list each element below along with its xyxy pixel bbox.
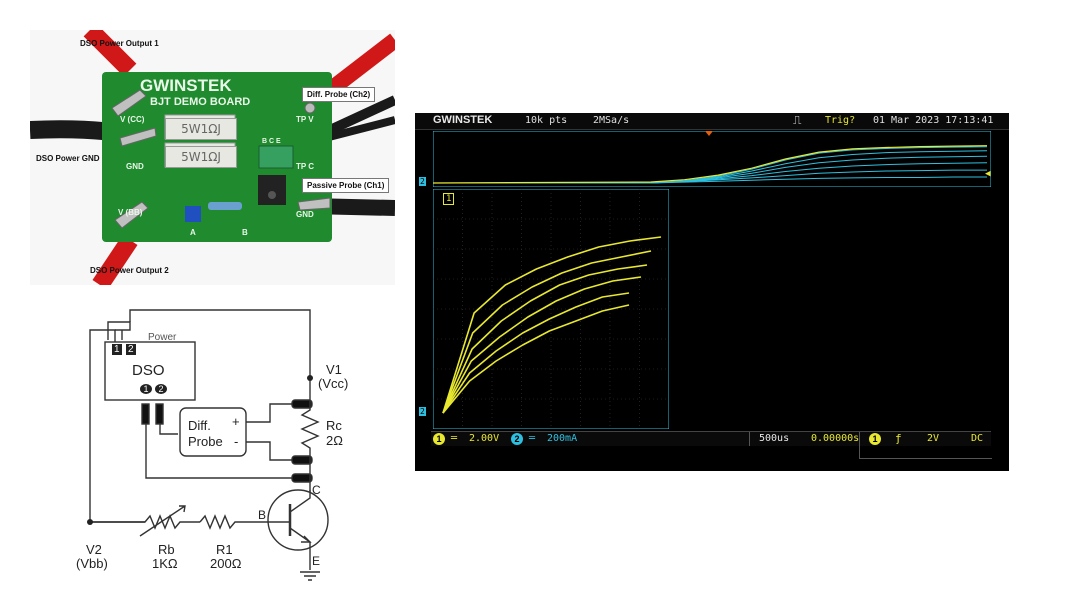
silk-gnd: GND (126, 162, 144, 171)
xy-ch2-marker: 2 (419, 407, 426, 416)
oscilloscope-screen: GWINSTEK 10k pts 2MSa/s ⎍ Trig? 01 Mar 2… (415, 113, 1009, 471)
board-brand: GWINSTEK (140, 76, 232, 95)
v1-name: V1 (326, 362, 342, 377)
ch1-coupling-icon: ═ (451, 433, 458, 444)
power-port-1: 1 (112, 344, 122, 355)
trigger-position-marker (705, 131, 713, 136)
silk-gnd-right: GND (296, 210, 314, 219)
silk-vbb: V (BB) (118, 208, 143, 217)
rc-value: 2Ω (326, 433, 343, 448)
xy-curve-5 (442, 250, 652, 414)
resistor-marking-1: 5W1ΩJ (165, 118, 237, 140)
v2-name: V2 (86, 542, 102, 557)
trigger-status: Trig? (825, 115, 856, 126)
trigger-level[interactable]: 2V (927, 433, 940, 444)
overview-ch2-marker: 2 (419, 177, 426, 186)
power-label: Power (148, 332, 177, 343)
diff-probe-line1: Diff. (188, 418, 211, 433)
xy-plot (433, 189, 669, 429)
xy-curve-4 (442, 264, 648, 414)
circuit-schematic: Power 1 2 DSO 1 2 Diff. Probe + - V1 (Vc… (60, 300, 390, 590)
plus-sign: + (232, 414, 240, 429)
v1-sub: (Vcc) (318, 376, 349, 391)
diff-probe-cable-2 (324, 116, 395, 142)
rb-name: Rb (158, 542, 175, 557)
silk-tpv: TP V (296, 115, 314, 124)
diff-probe-cable (327, 95, 395, 135)
bottom-bar: 1 ═ 2.00V 2 ═ 200mA 500us 0.00000s 1 ƒ 2… (431, 431, 992, 459)
callout-power-gnd: DSO Power GND (36, 154, 100, 163)
rb-value: 1KΩ (152, 556, 178, 571)
date-time: 01 Mar 2023 17:13:41 (873, 115, 994, 126)
trigger-source-badge[interactable]: 1 (869, 433, 881, 445)
r1-name: R1 (216, 542, 233, 557)
record-length: 10k pts (525, 115, 568, 126)
schematic-wires (87, 309, 329, 581)
xy-curve-1 (442, 304, 630, 414)
r1-value: 200Ω (210, 556, 242, 571)
resistor-marking-2: 5W1ΩJ (165, 146, 237, 168)
vbb-wire (89, 329, 145, 523)
ch1-badge[interactable]: 1 (433, 433, 445, 445)
collector-label: C (312, 483, 321, 497)
silk-vcc: V (CC) (120, 115, 145, 124)
channel-port-2: 2 (155, 384, 167, 394)
trigger-coupling[interactable]: DC (971, 433, 984, 444)
power-out-2-cable (92, 235, 138, 285)
timebase[interactable]: 500us (759, 433, 790, 444)
ch2-coupling-icon: ═ (529, 433, 536, 444)
board-photo: GWINSTEK BJT DEMO BOARD 5W1ΩJ 5W1ΩJ B C … (30, 30, 395, 285)
trigger-edge-icon: ⎍ (793, 113, 802, 127)
sample-rate: 2MSa/s (593, 115, 630, 126)
minus-sign: - (234, 434, 239, 449)
xy-curve-2 (442, 292, 630, 414)
ch1-scale[interactable]: 2.00V (469, 433, 500, 444)
callout-diff-probe: Diff. Probe (Ch2) (302, 87, 376, 102)
silk-b: B (242, 228, 248, 237)
trigger-slope-icon: ƒ (895, 432, 902, 445)
ch2-scale[interactable]: 200mA (547, 433, 578, 444)
overview-series-6 (433, 176, 987, 184)
board-title: BJT DEMO BOARD (150, 96, 251, 108)
ch2-badge[interactable]: 2 (511, 433, 523, 445)
channel-port-1: 1 (140, 384, 152, 394)
base-label: B (258, 508, 267, 522)
rc-name: Rc (326, 418, 342, 433)
diff-probe-line2: Probe (188, 434, 223, 449)
scope-brand: GWINSTEK (433, 114, 493, 126)
callout-passive-probe: Passive Probe (Ch1) (302, 178, 390, 193)
callout-power-out-2: DSO Power Output 2 (90, 266, 169, 275)
xy-curve-3 (442, 276, 642, 414)
xy-curve-6 (442, 236, 662, 414)
callout-power-out-1: DSO Power Output 1 (80, 39, 159, 48)
red-probe-cable (325, 33, 395, 97)
time-offset[interactable]: 0.00000s (811, 433, 860, 444)
vcc-wire (129, 309, 311, 378)
dso-label: DSO (132, 362, 165, 379)
power-port-2: 2 (126, 344, 136, 355)
xy-window-label: 1 (443, 193, 455, 205)
overview-ch1-trace (433, 145, 988, 184)
overview-waveform (433, 131, 991, 187)
status-bar: GWINSTEK 10k pts 2MSa/s ⎍ Trig? 01 Mar 2… (415, 113, 1009, 130)
silk-tpc: TP C (296, 162, 315, 171)
emitter-label: E (312, 554, 321, 568)
terminal-labels: B C E (262, 138, 281, 145)
v2-sub: (Vbb) (76, 556, 108, 571)
silk-a: A (190, 228, 196, 237)
power-out-1-cable (83, 30, 137, 77)
overview-level-marker: ◀ (985, 169, 991, 179)
dso-box (104, 341, 196, 401)
